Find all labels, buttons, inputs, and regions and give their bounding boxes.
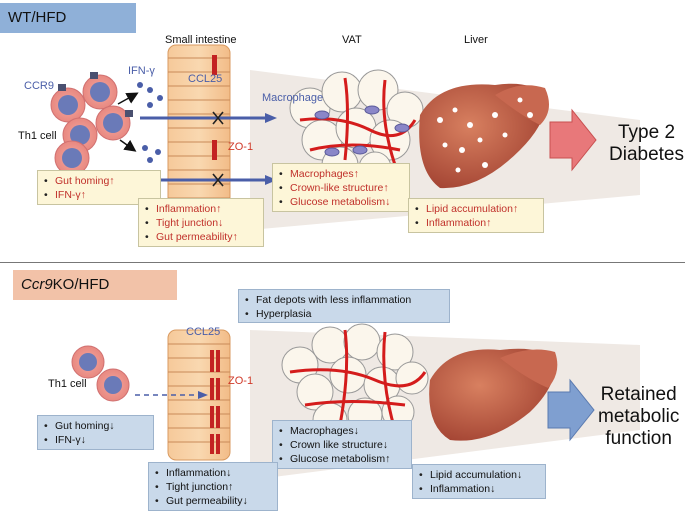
effect-item: Crown like structure↓ [279,438,405,452]
vat-label: VAT [342,34,362,46]
effect-item: Gut homing↑ [44,174,154,188]
bottom-th1-effects-box: Gut homing↓ IFN-γ↓ [37,415,154,450]
bottom-liver-effects-box: Lipid accumulation↓ Inflammation↓ [412,464,546,499]
bottom-intestine-effects-box: Inflammation↓ Tight junction↑ Gut permea… [148,462,278,511]
outcome-line-2: Diabetes [609,144,684,165]
bottom-vat-effects-box: Macrophages↓ Crown like structure↓ Gluco… [272,420,412,469]
liver-label: Liver [464,34,488,46]
effect-item: Tight junction↑ [155,480,271,494]
ccr9-label: CCR9 [24,80,54,92]
outcome-line-1: Retained [600,384,677,405]
effect-item: Fat depots with less inflammation [245,293,443,307]
effect-item: Inflammation↓ [419,482,539,496]
tag-gene-name: Ccr9 [21,276,53,293]
top-th1-cells [50,72,133,176]
bottom-th1-cells [71,345,130,402]
top-intestine-effects-box: Inflammation↑ Tight junction↓ Gut permea… [138,198,264,247]
effect-item: Inflammation↑ [415,216,537,230]
ccl25-label-bottom: CCL25 [186,326,221,338]
outcome-type2-diabetes: Type 2 Diabetes [609,122,684,166]
top-vat-effects-box: Macrophages↑ Crown-like structure↑ Gluco… [272,163,410,212]
effect-item: Inflammation↑ [145,202,257,216]
top-macrophage-icons [314,105,410,157]
effect-item: Inflammation↓ [155,466,271,480]
effect-item: Glucose metabolism↑ [279,452,405,466]
panel-divider [0,262,685,263]
effect-item: Tight junction↓ [145,216,257,230]
effect-item: Glucose metabolism↓ [279,195,403,209]
effect-item: Gut permeability↑ [145,230,257,244]
effect-item: Gut permeability↓ [155,494,271,508]
ifn-gamma-label: IFN-γ [128,65,155,77]
top-ifn-arrow-2 [119,139,137,152]
effect-item: Macrophages↑ [279,167,403,181]
effect-item: Lipid accumulation↑ [415,202,537,216]
outcome-line-3: function [605,428,672,449]
outcome-line-1: Type 2 [617,122,676,143]
top-ifn-arrow-1 [117,92,139,105]
bottom-liver [429,348,558,441]
wt-hfd-tag: WT/HFD [0,3,136,33]
macrophage-label: Macrophage [262,92,324,104]
tag-condition: KO/HFD [52,276,110,293]
top-liver-effects-box: Lipid accumulation↑ Inflammation↑ [408,198,544,233]
th1-cell-label-top: Th1 cell [18,130,57,142]
zo1-label-bottom: ZO-1 [228,375,254,387]
bottom-outcome-arrow [547,378,595,442]
bottom-fat-depot-box: Fat depots with less inflammation Hyperp… [238,289,450,323]
effect-item: Lipid accumulation↓ [419,468,539,482]
effect-item: IFN-γ↑ [44,188,154,202]
effect-item: IFN-γ↓ [44,433,147,447]
ccr9ko-hfd-tag: Ccr9KO/HFD [13,270,177,300]
top-ifn-gamma-dots [137,82,163,163]
effect-item: Macrophages↓ [279,424,405,438]
ccl25-label-top: CCL25 [188,73,223,85]
effect-item: Gut homing↓ [44,419,147,433]
th1-cell-label-bottom: Th1 cell [48,378,87,390]
outcome-line-2: metabolic [598,406,680,427]
effect-item: Hyperplasia [245,307,443,321]
effect-item: Crown-like structure↑ [279,181,403,195]
zo1-label-top: ZO-1 [228,141,254,153]
outcome-retained-function: Retained metabolic function [598,384,679,450]
top-liver [419,83,549,189]
small-intestine-label: Small intestine [165,34,237,46]
top-outcome-arrow [549,108,597,172]
